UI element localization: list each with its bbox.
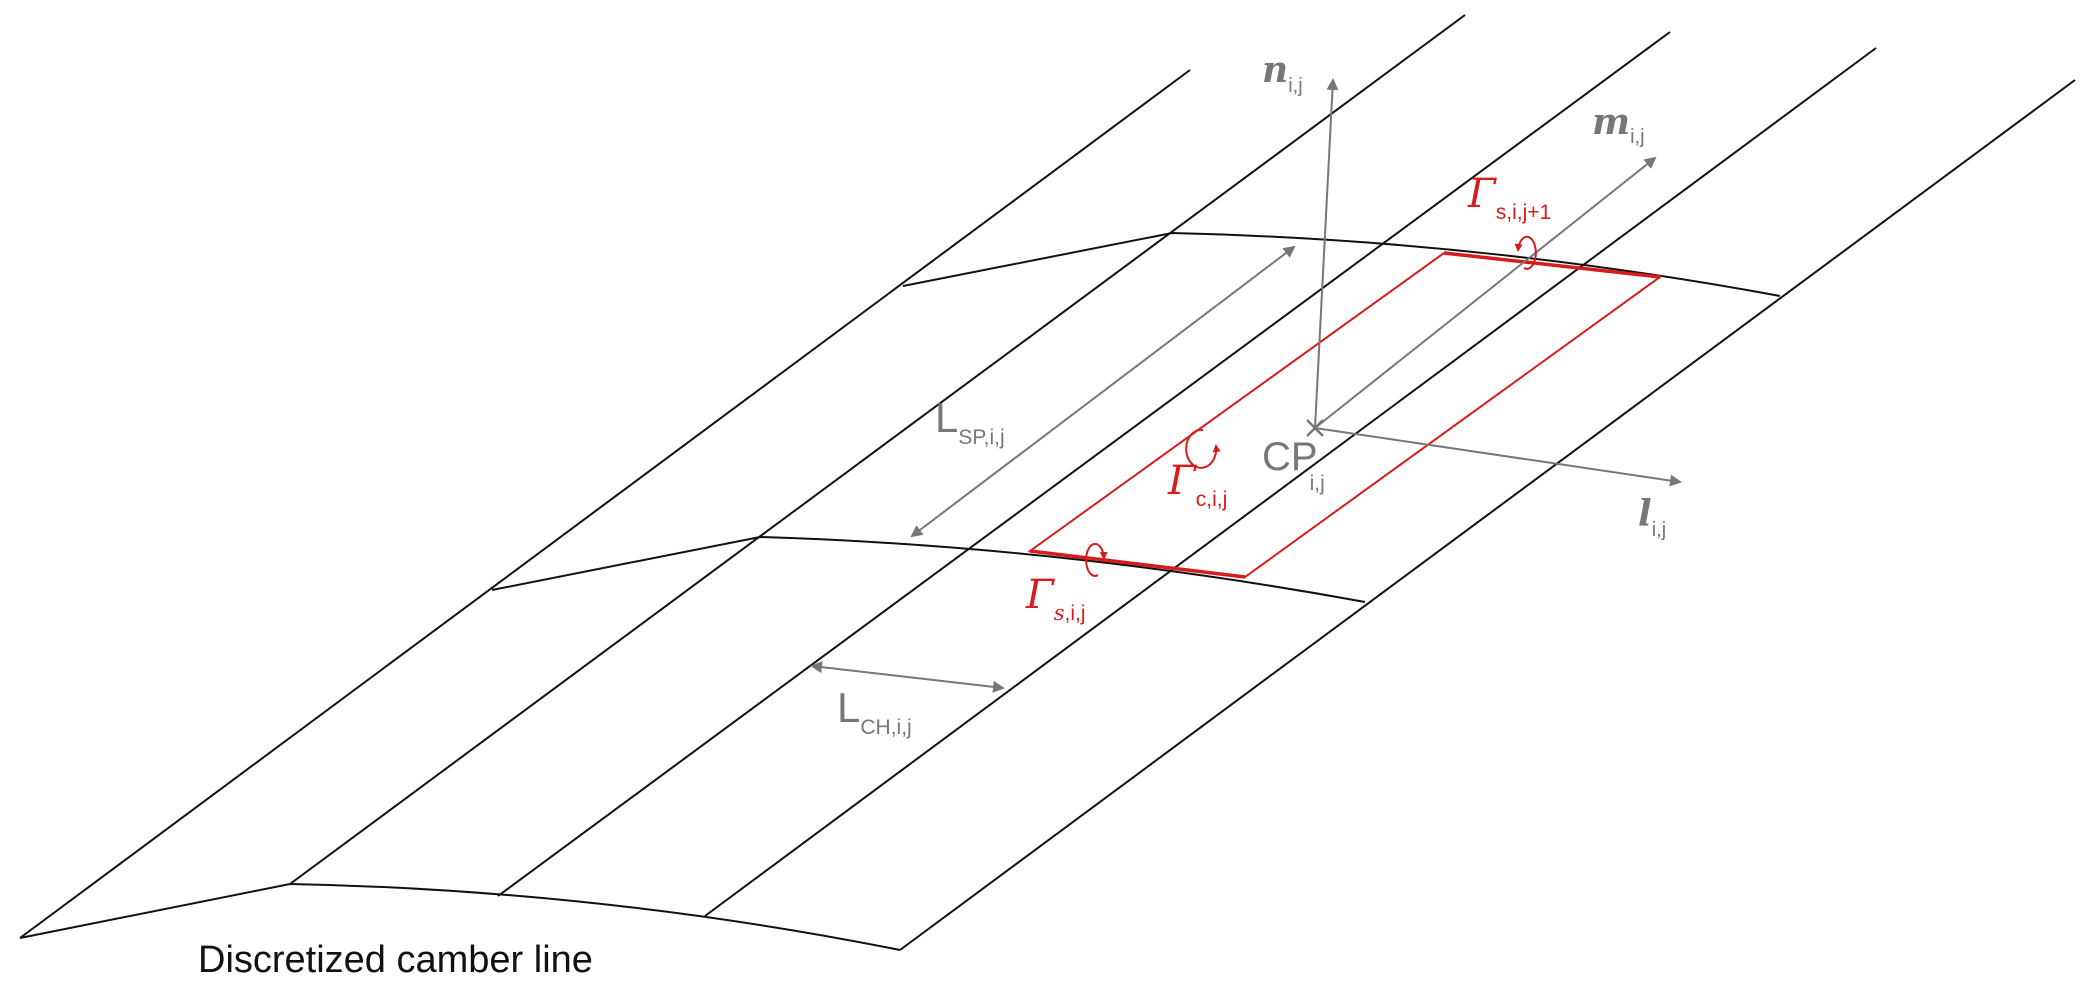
circulation-spanwise-rotation-icon	[1085, 542, 1108, 577]
circulation-spanwise-next-rotation-icon	[1514, 235, 1537, 270]
mesh-spanwise-line-1	[19, 69, 1191, 939]
circulation-spanwise-label: Γs,i,j	[1025, 572, 1086, 625]
circulation-icons	[1085, 235, 1537, 577]
circulation-spanwise-next-label: Γs,i,j+1	[1467, 171, 1551, 224]
spanwise-vector-arrow	[1314, 156, 1657, 429]
diagram-caption: Discretized camber line	[198, 939, 593, 981]
vector-arrows	[810, 78, 1682, 693]
control-point-marker	[1306, 419, 1324, 437]
chordwise-vector-label: li,j	[1638, 493, 1666, 541]
vortex-ring-bound-lower	[1029, 549, 1246, 579]
chord-length-arrow	[810, 661, 1005, 693]
vortex-ring	[1027, 251, 1663, 579]
mesh-spanwise-line-4	[704, 47, 1877, 917]
chord-length-label: LCH,i,j	[837, 684, 912, 739]
mesh-spanwise-line-2	[289, 14, 1466, 885]
vortex-ring-bound-upper	[1443, 251, 1661, 279]
camber-section-upper	[902, 231, 1781, 297]
chordwise-vector-arrow	[1314, 427, 1682, 487]
normal-vector-arrow	[1314, 78, 1339, 429]
spanwise-vector-label: mi,j	[1592, 101, 1645, 148]
circulation-chordwise-rotation-icon	[1185, 428, 1221, 469]
camber-section-root	[19, 882, 901, 951]
mesh-spanwise-line-5	[899, 79, 2076, 951]
span-length-arrow	[910, 245, 1296, 538]
mesh-spanwise-line-3	[497, 31, 1671, 897]
camber-section-mid	[491, 535, 1366, 603]
span-length-label: LSP,i,j	[935, 394, 1005, 449]
mesh-grid	[19, 14, 2076, 951]
normal-vector-label: ni,j	[1262, 49, 1303, 97]
circulation-chordwise-label: Γc,i,j	[1167, 458, 1227, 511]
vortex-ring-outline	[1027, 251, 1663, 579]
